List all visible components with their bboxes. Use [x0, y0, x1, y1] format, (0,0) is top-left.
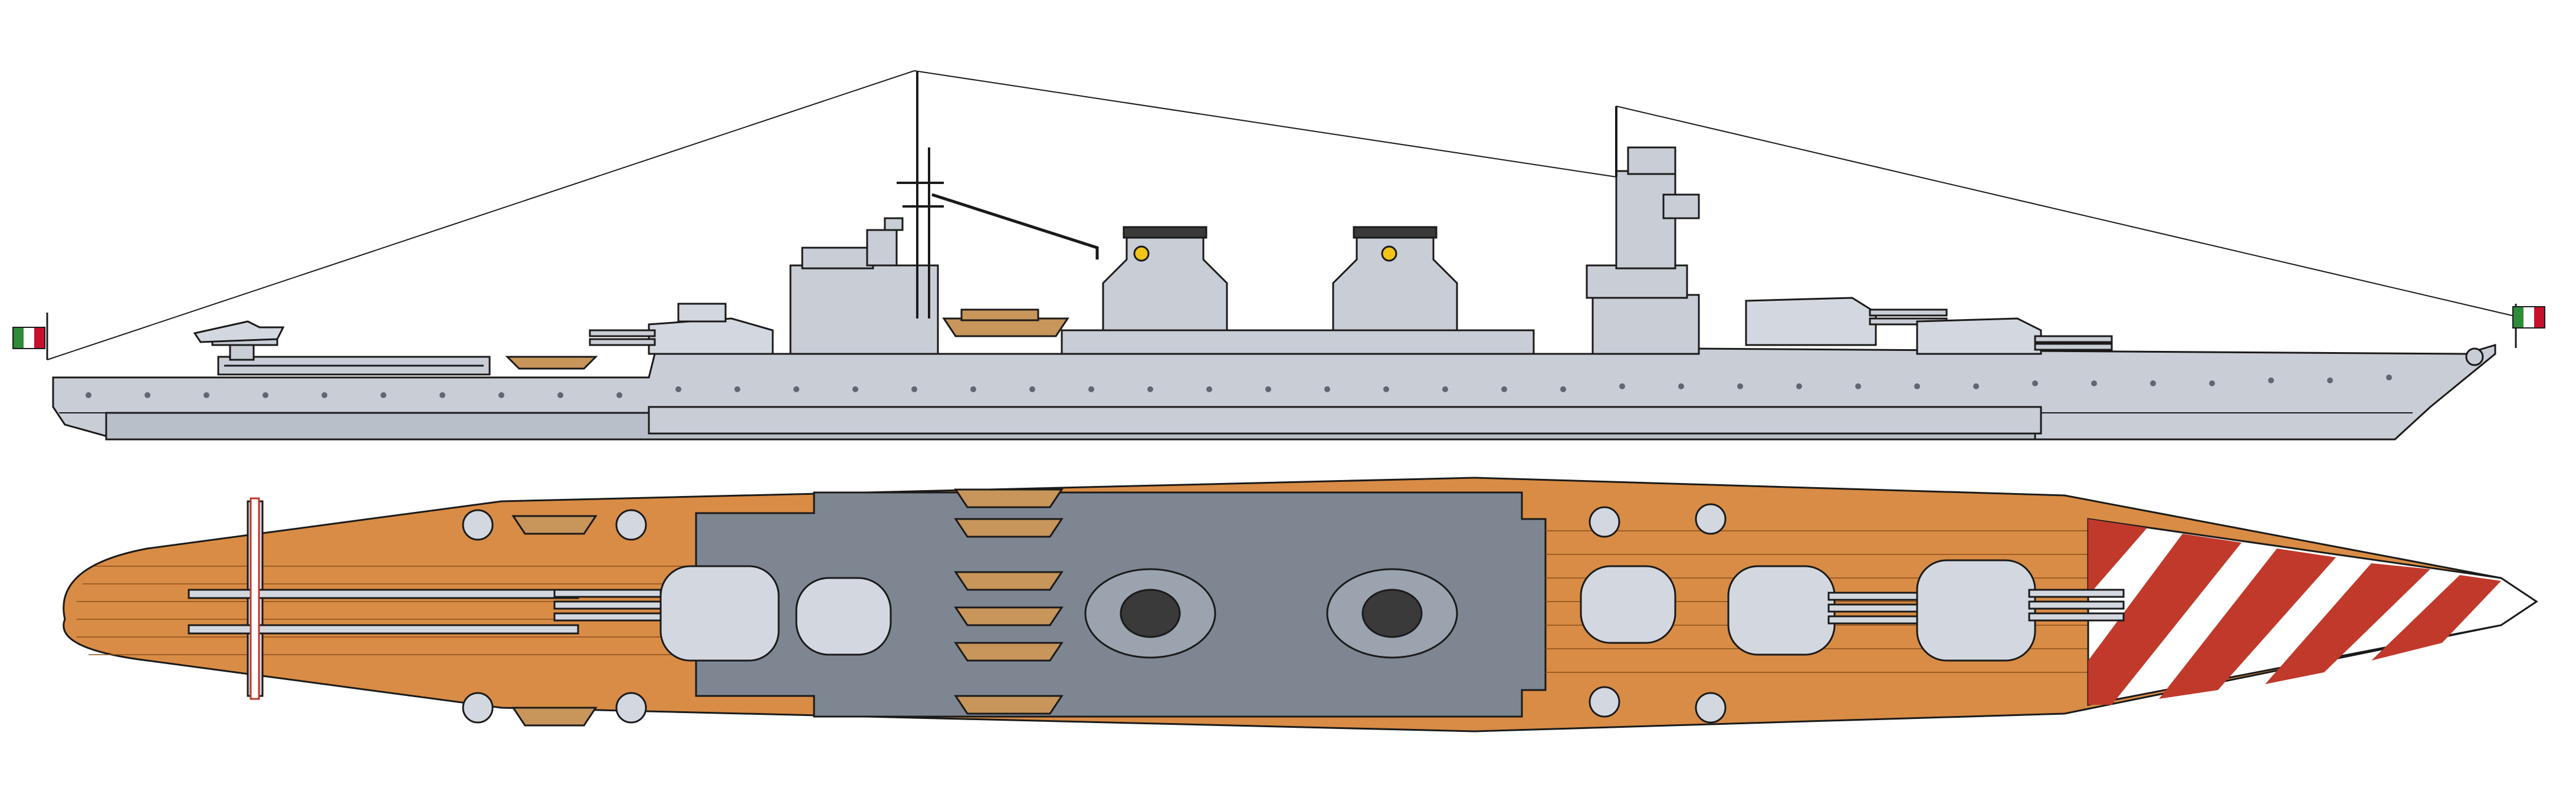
side-profile [12, 70, 2545, 441]
aa-mounts [462, 503, 1727, 724]
aft-superstructure [789, 217, 939, 355]
bridge-tower [1586, 106, 1700, 355]
italian-naval-ensign-icon [12, 313, 48, 360]
fore-turret-side [1916, 317, 2113, 355]
plan-view [63, 477, 2538, 733]
midship-deckhouse [1061, 329, 1535, 355]
rigging-wires [47, 70, 2525, 360]
boats-plan [511, 488, 1064, 727]
aft-turrets-plan [553, 565, 892, 662]
portholes [86, 375, 2392, 398]
funnels-plan [1084, 568, 1458, 659]
stern-catapult [211, 329, 491, 376]
stern-flagstaff-plan [250, 497, 260, 700]
italian-naval-jack-icon [2512, 304, 2545, 348]
anchor-hawse [2465, 347, 2484, 366]
mainmast [897, 71, 944, 318]
air-recognition-stripes [2087, 518, 2538, 706]
aft-funnel [1102, 226, 1228, 349]
superfiring-turret-side [1745, 297, 1948, 346]
aircraft [193, 320, 285, 343]
aft-shelter-boat [505, 356, 598, 370]
cross-roundel-icon-2 [1381, 245, 1397, 262]
boat-crane [931, 193, 1099, 260]
cross-roundel-icon [1133, 245, 1150, 262]
aft-turret-side [589, 303, 774, 355]
fore-turrets-plan [1580, 559, 2125, 662]
